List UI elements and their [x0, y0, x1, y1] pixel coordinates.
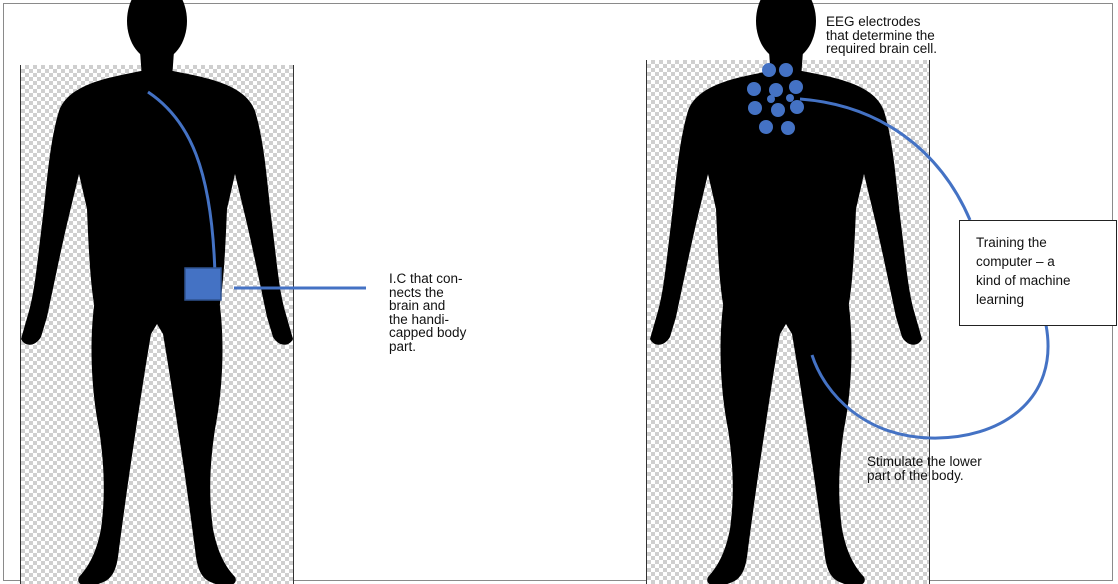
human-silhouette-right	[650, 0, 922, 584]
human-silhouette-left	[21, 0, 293, 584]
eeg-electrodes-label: EEG electrodes that determine the requir…	[826, 15, 937, 56]
training-label: Training the computer – a kind of machin…	[976, 233, 1071, 309]
ic-chip-icon	[185, 268, 221, 300]
stimulate-label: Stimulate the lower part of the body.	[867, 455, 982, 482]
ic-description-label: I.C that con- nects the brain and the ha…	[389, 272, 466, 353]
training-text-box: Training the computer – a kind of machin…	[959, 220, 1117, 326]
